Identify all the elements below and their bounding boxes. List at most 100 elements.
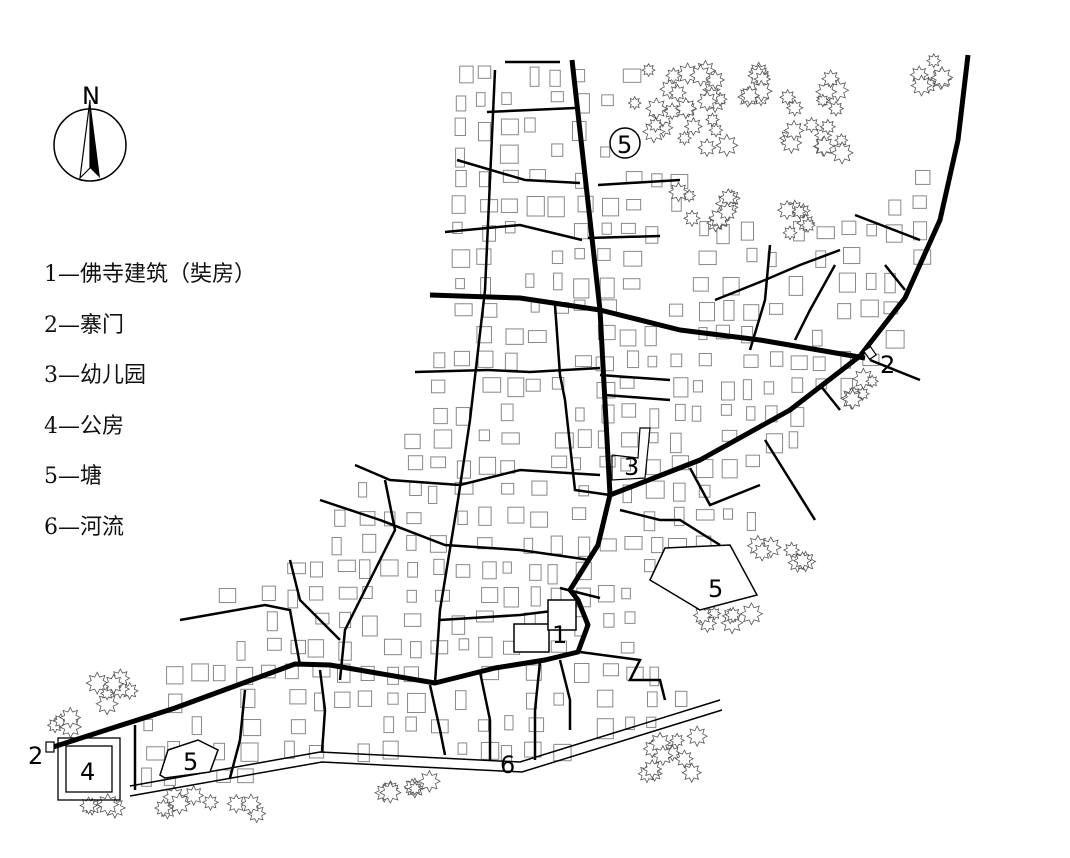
- building: [790, 355, 808, 371]
- building: [596, 689, 614, 708]
- tree-icon: [717, 201, 738, 222]
- tree-icon: [647, 116, 664, 133]
- tree-icon: [830, 141, 854, 165]
- building: [698, 302, 716, 322]
- building: [357, 743, 370, 763]
- building: [646, 691, 658, 708]
- building: [287, 562, 306, 575]
- building: [621, 587, 631, 600]
- tree-icon: [689, 63, 713, 87]
- building: [597, 248, 611, 261]
- building: [455, 147, 465, 168]
- building: [337, 559, 356, 573]
- building: [746, 247, 758, 263]
- building: [500, 403, 514, 422]
- building: [452, 221, 463, 234]
- building: [860, 299, 879, 318]
- building: [500, 118, 519, 136]
- building: [811, 329, 823, 347]
- building: [380, 559, 399, 577]
- building: [529, 66, 540, 87]
- building: [478, 171, 490, 188]
- building: [309, 586, 324, 601]
- building: [551, 143, 564, 157]
- building: [334, 509, 346, 527]
- building: [478, 456, 497, 475]
- building: [621, 432, 639, 448]
- building: [358, 482, 368, 498]
- tree-icon: [407, 781, 423, 796]
- trees-layer: [46, 52, 954, 824]
- building: [338, 641, 352, 661]
- building: [430, 640, 449, 655]
- building: [550, 91, 564, 103]
- building: [574, 662, 590, 683]
- building: [721, 459, 738, 479]
- tree-icon: [168, 792, 191, 816]
- building: [267, 637, 282, 651]
- tree-icon: [708, 122, 724, 138]
- building: [503, 587, 520, 608]
- building: [500, 198, 518, 213]
- building: [478, 506, 492, 526]
- building: [524, 741, 542, 758]
- building: [525, 273, 535, 288]
- building: [884, 272, 896, 294]
- building: [888, 199, 902, 216]
- building: [455, 95, 467, 112]
- building: [382, 740, 399, 760]
- building: [478, 429, 490, 442]
- building: [644, 326, 657, 347]
- building: [620, 641, 635, 654]
- building: [406, 512, 422, 525]
- building: [143, 718, 154, 732]
- tree-icon: [683, 209, 701, 228]
- building: [551, 377, 565, 390]
- building: [723, 299, 735, 321]
- tree-icon: [683, 116, 703, 137]
- building: [455, 278, 465, 290]
- building: [692, 277, 709, 292]
- legend-item-temple: 1—佛寺建筑（奘房）: [44, 262, 256, 287]
- building: [746, 512, 756, 531]
- building: [843, 247, 861, 265]
- tree-icon: [910, 74, 933, 97]
- building: [837, 303, 852, 320]
- tree-icon: [842, 388, 864, 410]
- tree-icon: [226, 793, 247, 814]
- building: [619, 329, 637, 347]
- building: [577, 536, 591, 557]
- tree-icon: [815, 93, 830, 108]
- building: [649, 408, 660, 429]
- building: [745, 454, 760, 468]
- building: [743, 304, 760, 321]
- tree-icon: [783, 119, 805, 142]
- building: [242, 719, 262, 737]
- building: [404, 433, 421, 450]
- building: [626, 198, 642, 211]
- building: [597, 584, 615, 603]
- building: [409, 481, 422, 497]
- building: [477, 350, 494, 368]
- building: [383, 716, 395, 734]
- building: [816, 226, 835, 240]
- temple-building-1: [513, 599, 577, 653]
- building: [455, 170, 467, 188]
- building: [692, 380, 703, 393]
- building: [477, 65, 492, 79]
- tree-icon: [103, 673, 125, 695]
- building: [743, 354, 759, 368]
- building: [530, 586, 541, 607]
- gate-markers: [45, 345, 877, 753]
- tree-icon: [663, 102, 682, 121]
- tree-icon: [739, 602, 764, 626]
- building: [501, 432, 520, 445]
- label-kindergarten: 3: [624, 453, 639, 481]
- tree-icon: [926, 52, 942, 69]
- building: [529, 564, 542, 581]
- tree-icon: [803, 116, 820, 134]
- building: [625, 716, 635, 730]
- building: [626, 350, 640, 369]
- building: [191, 716, 202, 736]
- building: [673, 377, 689, 398]
